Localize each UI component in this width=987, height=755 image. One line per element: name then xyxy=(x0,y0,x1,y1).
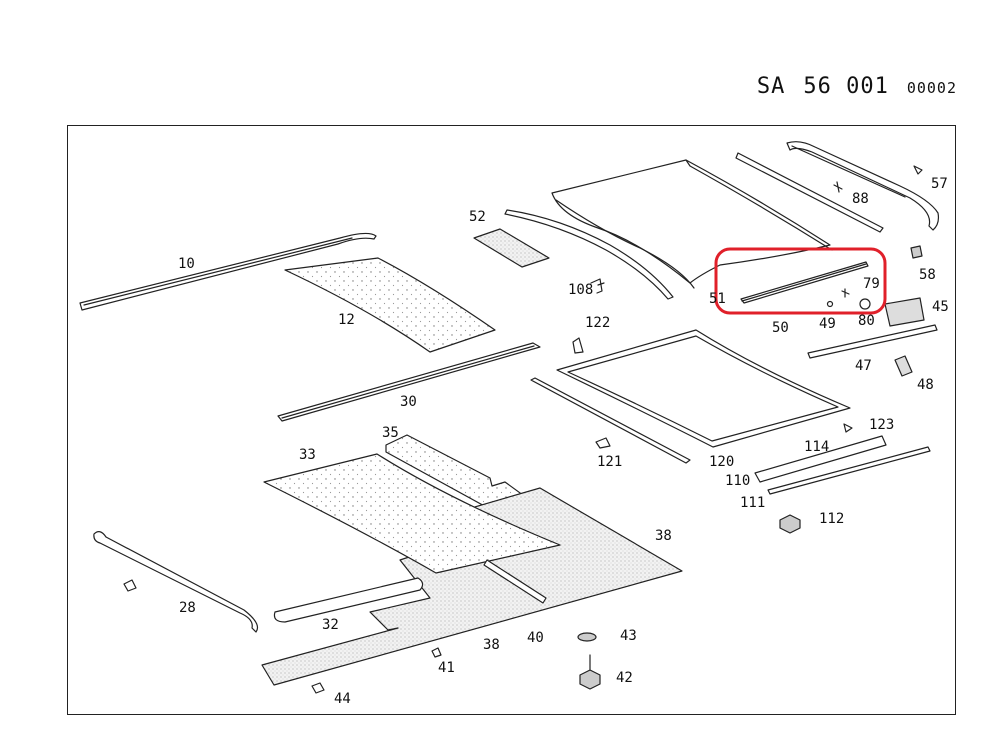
part-51-sliding-roof-panel xyxy=(551,159,833,289)
part-number-label: 80 xyxy=(858,313,875,329)
part-number-label: 44 xyxy=(334,691,351,707)
part-40-bar xyxy=(483,559,547,604)
part-number-label: 57 xyxy=(931,176,948,192)
part-number-label: 79 xyxy=(863,276,880,292)
highlight-box xyxy=(714,247,887,315)
part-number-label: 49 xyxy=(819,316,836,332)
part-28-side-rail xyxy=(93,531,259,633)
part-number-label: 120 xyxy=(709,454,734,470)
part-121-clip xyxy=(595,437,611,449)
part-50-rivet xyxy=(841,288,850,298)
part-number-label: 45 xyxy=(932,299,949,315)
part-number-label: 111 xyxy=(740,495,765,511)
part-number-label: 35 xyxy=(382,425,399,441)
part-80-washer xyxy=(859,298,871,310)
part-30-rail xyxy=(277,342,541,422)
rear-curved-rail xyxy=(504,209,674,300)
part-112-nut xyxy=(779,514,801,534)
part-labels: 10 12 30 33 35 28 32 38 38 40 41 42 43 44 45 47 48 49 50 51… xyxy=(178,176,949,707)
part-110-rail xyxy=(754,435,887,483)
part-number-label: 122 xyxy=(585,315,610,331)
part-number-label: 32 xyxy=(322,617,339,633)
part-number-label: 28 xyxy=(179,600,196,616)
part-number-label: 41 xyxy=(438,660,455,676)
part-number-label: 88 xyxy=(852,191,869,207)
drawing-header: SA 56 001 00002 xyxy=(757,74,957,99)
part-58-block xyxy=(910,245,923,259)
part-49-screw xyxy=(826,300,834,308)
part-57-screw xyxy=(913,165,923,175)
part-number-label: 50 xyxy=(772,320,789,336)
part-45-bracket xyxy=(884,297,925,327)
part-number-label: 52 xyxy=(469,209,486,225)
part-88-seal-strip xyxy=(735,152,884,233)
part-number-label: 38 xyxy=(655,528,672,544)
part-number-label: 30 xyxy=(400,394,417,410)
part-number-label: 58 xyxy=(919,267,936,283)
part-number-label: 108 xyxy=(568,282,593,298)
part-48-bushing xyxy=(894,355,913,377)
part-47-rod xyxy=(807,324,938,359)
part-12-headliner-panel xyxy=(284,257,496,353)
part-120-frame-assembly xyxy=(556,329,851,448)
part-57-curved-guide xyxy=(786,141,940,231)
part-number-label: 48 xyxy=(917,377,934,393)
part-number-label: 51 xyxy=(709,291,726,307)
part-79-seal-strip xyxy=(740,261,869,304)
part-123-clip xyxy=(843,423,853,433)
part-number-label: 43 xyxy=(620,628,637,644)
part-108-clip xyxy=(590,278,605,294)
part-number-label: 123 xyxy=(869,417,894,433)
header-group-number: 56 001 xyxy=(803,74,889,99)
part-number-label: 112 xyxy=(819,511,844,527)
header-prefix: SA xyxy=(756,74,786,99)
header-sheet-code: 00002 xyxy=(906,79,957,97)
part-number-label: 47 xyxy=(855,358,872,374)
part-41-clip xyxy=(431,647,442,658)
part-10-side-rail xyxy=(79,232,377,311)
part-122-clip xyxy=(572,337,584,354)
part-52-pad xyxy=(473,228,550,268)
part-number-label: 33 xyxy=(299,447,316,463)
part-number-label: 38 xyxy=(483,637,500,653)
part-number-label: 121 xyxy=(597,454,622,470)
part-111-rod xyxy=(767,446,931,495)
part-number-label: 110 xyxy=(725,473,750,489)
part-121-guide-strip xyxy=(530,377,691,464)
part-number-label: 42 xyxy=(616,670,633,686)
part-32-strip xyxy=(273,577,424,623)
part-28-clip xyxy=(123,579,137,592)
part-42-screw xyxy=(579,654,601,690)
part-number-label: 10 xyxy=(178,256,195,272)
part-number-label: 12 xyxy=(338,312,355,328)
part-33-headliner xyxy=(263,453,561,574)
part-number-label: 40 xyxy=(527,630,544,646)
part-44-clip xyxy=(311,682,325,694)
part-number-label: 114 xyxy=(804,439,829,455)
part-43-washer xyxy=(577,632,597,642)
diagram-frame xyxy=(67,125,956,715)
part-88-clip xyxy=(833,181,843,193)
